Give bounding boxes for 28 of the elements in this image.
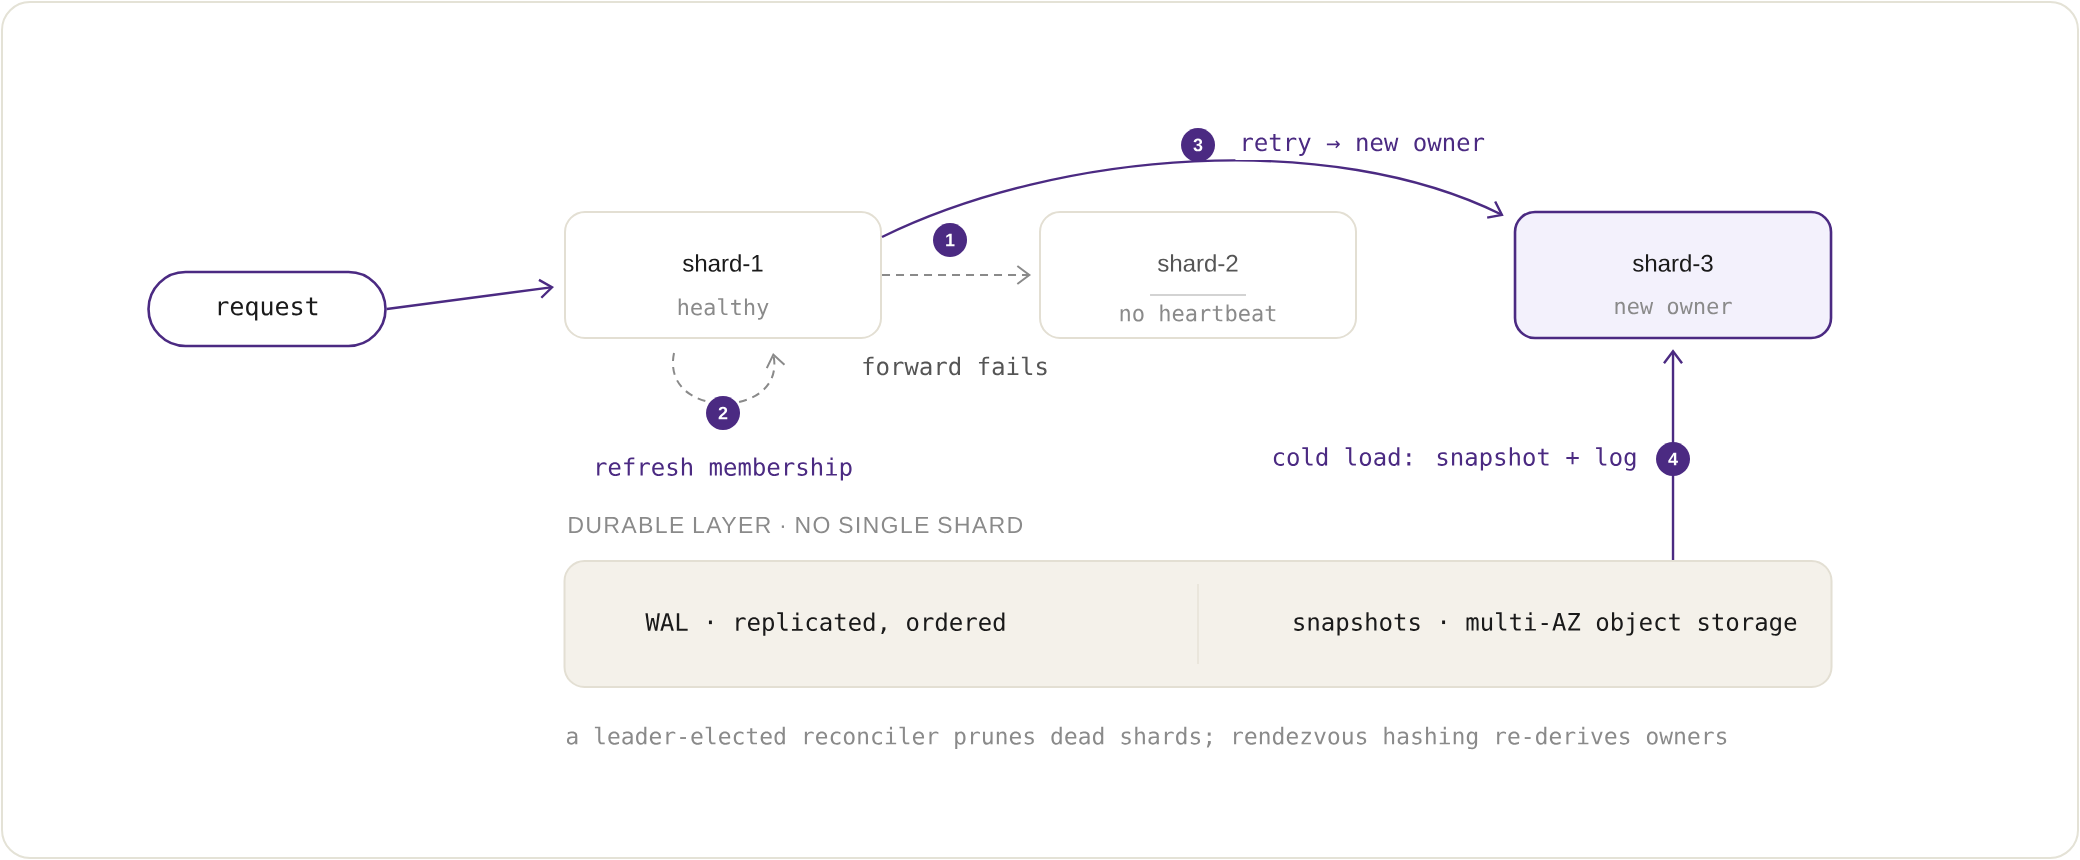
shard-box — [1513, 210, 1833, 340]
storage-band — [563, 516, 1833, 688]
arrow — [672, 352, 786, 405]
arrow — [881, 265, 1031, 285]
edge-label: cold load: snapshot + log — [1273, 447, 1636, 471]
step-badge: 1 — [933, 223, 967, 257]
step-badge: 4 — [1656, 442, 1690, 476]
section-heading: DURABLE LAYER · NO SINGLE SHARD — [569, 516, 1023, 534]
arrow — [386, 278, 554, 311]
step-badge: 3 — [1181, 128, 1215, 162]
shard-box — [564, 211, 882, 339]
node-label: request — [218, 297, 318, 321]
node-title: shard-1 — [683, 254, 763, 272]
arrow — [881, 159, 1504, 239]
shard-box — [1039, 211, 1357, 339]
node-title: shard-3 — [1633, 254, 1713, 272]
cell-text: WAL · replicated, ordered — [645, 612, 1005, 636]
request-pill — [147, 270, 387, 348]
step-badge: 2 — [706, 396, 740, 430]
edge-label: forward fails — [863, 356, 1047, 376]
node-status: no heartbeat — [1120, 304, 1276, 322]
edge-label: retry → new owner — [1243, 134, 1485, 156]
edge-label: refresh membership — [597, 457, 852, 481]
cell-text: snapshots · multi-AZ object storage — [1294, 612, 1797, 636]
node-status: new owner — [1615, 301, 1732, 315]
node-status: healthy — [678, 298, 769, 320]
caption: a leader-elected reconciler prunes dead shards; rendezvous hashing re-derives owners — [566, 726, 1727, 750]
node-title: shard-2 — [1158, 254, 1238, 272]
